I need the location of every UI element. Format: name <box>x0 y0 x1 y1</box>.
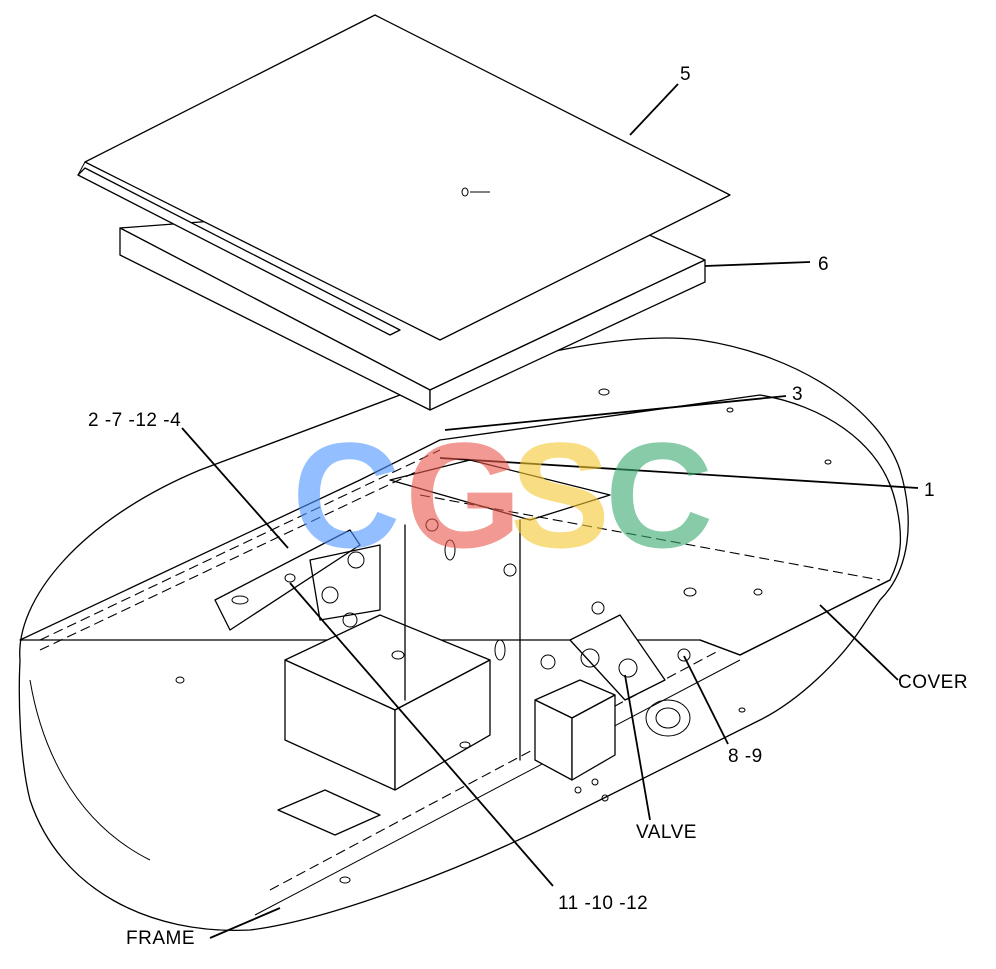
label-part-8-9: 8 -9 <box>728 746 763 767</box>
label-part-5: 5 <box>680 64 692 85</box>
leader-11-10-12 <box>289 582 554 887</box>
label-valve: VALVE <box>636 822 697 843</box>
center-box <box>284 614 491 791</box>
leader-valve <box>624 674 651 821</box>
label-frame: FRAME <box>126 928 195 949</box>
leader-2-7-12-4 <box>181 427 289 549</box>
leader-frame <box>209 907 281 939</box>
watermark-letter-3: S <box>510 411 611 579</box>
leader-8-9 <box>683 655 729 745</box>
leader-lines <box>181 83 919 939</box>
leader-6 <box>704 261 811 267</box>
watermark-letter-2: G <box>405 411 522 579</box>
seat-part-5 <box>77 14 731 341</box>
leader-1 <box>439 457 919 489</box>
frame-details <box>175 676 746 884</box>
leader-3 <box>444 395 787 431</box>
leader-5 <box>629 83 679 136</box>
leader-cover <box>819 604 899 681</box>
watermark-letter-1: C <box>292 411 401 579</box>
label-part-1: 1 <box>924 480 936 501</box>
valve-body <box>534 614 691 781</box>
label-part-2-7-12-4: 2 -7 -12 -4 <box>88 410 182 431</box>
upright-panel <box>404 518 691 761</box>
cover-plate <box>19 388 902 656</box>
label-part-6: 6 <box>818 254 830 275</box>
watermark-letter-4: C <box>605 411 714 579</box>
bracket-assembly <box>214 529 381 631</box>
label-part-11-10-12: 11 -10 -12 <box>558 893 649 914</box>
label-part-3: 3 <box>792 384 804 405</box>
label-cover: COVER <box>898 672 969 693</box>
